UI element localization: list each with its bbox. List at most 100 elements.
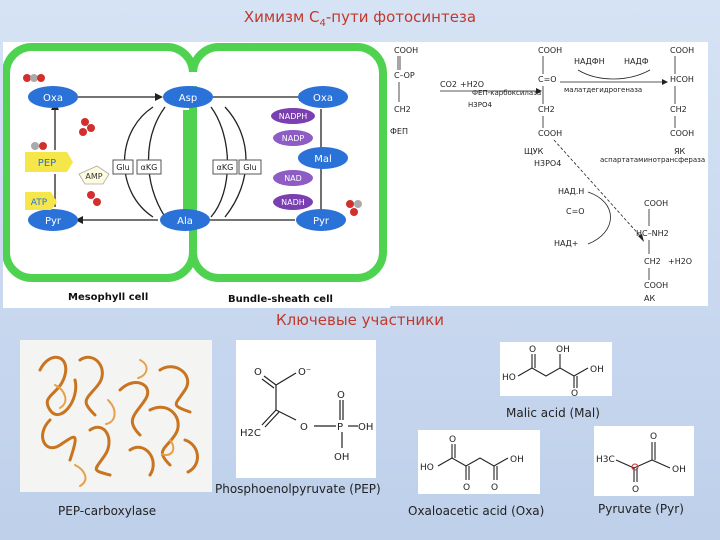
svg-text:Oxa: Oxa [43, 93, 63, 104]
node-pyr-right: Pyr [296, 209, 346, 231]
pep-structure-svg: O O⁻ H2C O P O OH OH [240, 367, 373, 463]
slide-title: Химизм С4-пути фотосинтеза [243, 8, 477, 29]
svg-text:ATP: ATP [31, 198, 48, 208]
pep-structure: O O⁻ H2C O P O OH OH [236, 340, 376, 478]
atom-label: OH [672, 465, 686, 475]
scheme-text: аспартатаминотрансфераза [600, 156, 705, 164]
node-akg-left: αKG [136, 159, 162, 175]
scheme-text: COOH [670, 129, 694, 138]
atom-label: O [463, 483, 470, 493]
bundle-sheath-label: Bundle-sheath cell [228, 294, 333, 305]
atom-label: H2C [240, 428, 261, 439]
svg-text:Glu: Glu [116, 163, 130, 172]
atom-label: O [337, 390, 345, 401]
svg-text:NADPH: NADPH [279, 112, 307, 121]
scheme-text: +H2O [668, 257, 692, 266]
scheme-text: ЯК [674, 147, 686, 156]
node-pyr-left: Pyr [28, 209, 78, 231]
co2-molecule-icon [31, 142, 47, 150]
atom-label: OH [590, 365, 604, 375]
reaction-scheme-svg: COOH C–OP CH2 ФЕП CO2 +H2O ФЕП-карбоксил… [390, 46, 705, 303]
scheme-text: HC–NH2 [636, 229, 669, 238]
co2-molecule-icon [23, 74, 45, 82]
node-glu-left: Glu [112, 159, 134, 175]
scheme-text: C=O [566, 207, 585, 216]
scheme-text: АК [644, 294, 655, 303]
pyruvate-svg: H3C OH O O [596, 432, 686, 495]
atom-label: OH [358, 422, 373, 433]
atom-label: O [529, 345, 536, 355]
scheme-text: CH2 [670, 105, 687, 114]
node-akg-right: αKG [212, 159, 238, 175]
node-pep: PEP [25, 152, 73, 172]
scheme-text: COOH [538, 46, 562, 55]
scheme-text: малатдегидрогеназа [564, 86, 642, 94]
pyruvate-caption: Pyruvate (Pyr) [598, 502, 684, 516]
arrowhead [75, 216, 83, 224]
scheme-text: H3PO4 [534, 159, 561, 168]
scheme-text: H3PO4 [468, 101, 492, 109]
atom-label: OH [334, 452, 349, 463]
scheme-text: C–OP [394, 71, 415, 80]
section-title: Ключевые участники [276, 311, 444, 329]
node-glu-right: Glu [238, 159, 262, 175]
svg-text:Pyr: Pyr [313, 216, 330, 227]
atom-label: O [449, 435, 456, 445]
malic-acid-caption: Malic acid (Mal) [506, 406, 600, 420]
node-nad: NAD [273, 170, 313, 186]
atom-label: O [571, 389, 578, 396]
malic-acid-svg: O OH HO OH O [502, 345, 604, 399]
co2-molecule-icon [346, 200, 362, 216]
svg-text:Glu: Glu [243, 163, 257, 172]
node-oxa-right: Oxa [298, 86, 348, 108]
svg-text:NAD: NAD [284, 174, 302, 183]
atom-label: OH [556, 345, 570, 355]
svg-text:αKG: αKG [217, 163, 234, 172]
scheme-text: COOH [644, 281, 668, 290]
node-nadh: NADH [273, 194, 313, 210]
atom-label: HO [502, 373, 516, 383]
scheme-text: +H2O [460, 80, 484, 89]
node-ala: Ala [160, 209, 210, 231]
svg-text:αKG: αKG [141, 163, 158, 172]
scheme-text: НАДФН [574, 57, 605, 66]
c4-pathway-svg: Oxa Asp Oxa Mal Pyr Ala Pyr NADPH [2, 43, 387, 305]
node-asp-left: Asp [163, 86, 213, 108]
atom-label: O [650, 432, 657, 442]
mesophyll-label: Mesophyll cell [68, 292, 148, 303]
svg-text:AMP: AMP [85, 172, 102, 181]
atom-label: P [337, 422, 343, 433]
scheme-text: COOH [644, 199, 668, 208]
atom-label: O [491, 483, 498, 493]
scheme-text: НАД.Н [558, 187, 584, 196]
plasmodesma-wall [183, 110, 192, 216]
pyruvate-structure: H3C OH O O [594, 426, 694, 496]
node-nadph: NADPH [271, 108, 315, 124]
scheme-text: НАДФ [624, 57, 649, 66]
atom-label: O [300, 422, 308, 433]
node-amp: AMP [78, 165, 110, 185]
atom-label: O⁻ [298, 367, 311, 378]
node-atp: ATP [25, 192, 57, 210]
oxaloacetic-acid-caption: Oxaloacetic acid (Oxa) [408, 504, 545, 518]
svg-text:NADH: NADH [281, 198, 305, 207]
scheme-text: C=O [538, 75, 557, 84]
scheme-text: ФЕП-карбоксилаза [472, 89, 541, 97]
atom-label: H3C [596, 455, 615, 465]
pep-carboxylase-image [20, 340, 212, 492]
protein-structure-icon [38, 356, 199, 487]
c4-pathway-diagram: Oxa Asp Oxa Mal Pyr Ala Pyr NADPH [2, 42, 390, 308]
scheme-text: CH2 [394, 105, 411, 114]
svg-text:Ala: Ala [177, 216, 193, 227]
scheme-text: COOH [670, 46, 694, 55]
channel-top [173, 72, 213, 86]
atom-label: HO [420, 463, 434, 473]
node-oxa-left: Oxa [28, 86, 78, 108]
reaction-scheme: COOH C–OP CH2 ФЕП CO2 +H2O ФЕП-карбоксил… [388, 42, 708, 306]
scheme-text: CH2 [538, 105, 555, 114]
co2-molecule-icon [87, 191, 101, 206]
node-mal: Mal [298, 147, 348, 169]
arrowhead [155, 93, 163, 101]
scheme-text: CO2 [440, 80, 457, 89]
pep-caption: Phosphoenolpyruvate (PEP) [215, 482, 381, 496]
